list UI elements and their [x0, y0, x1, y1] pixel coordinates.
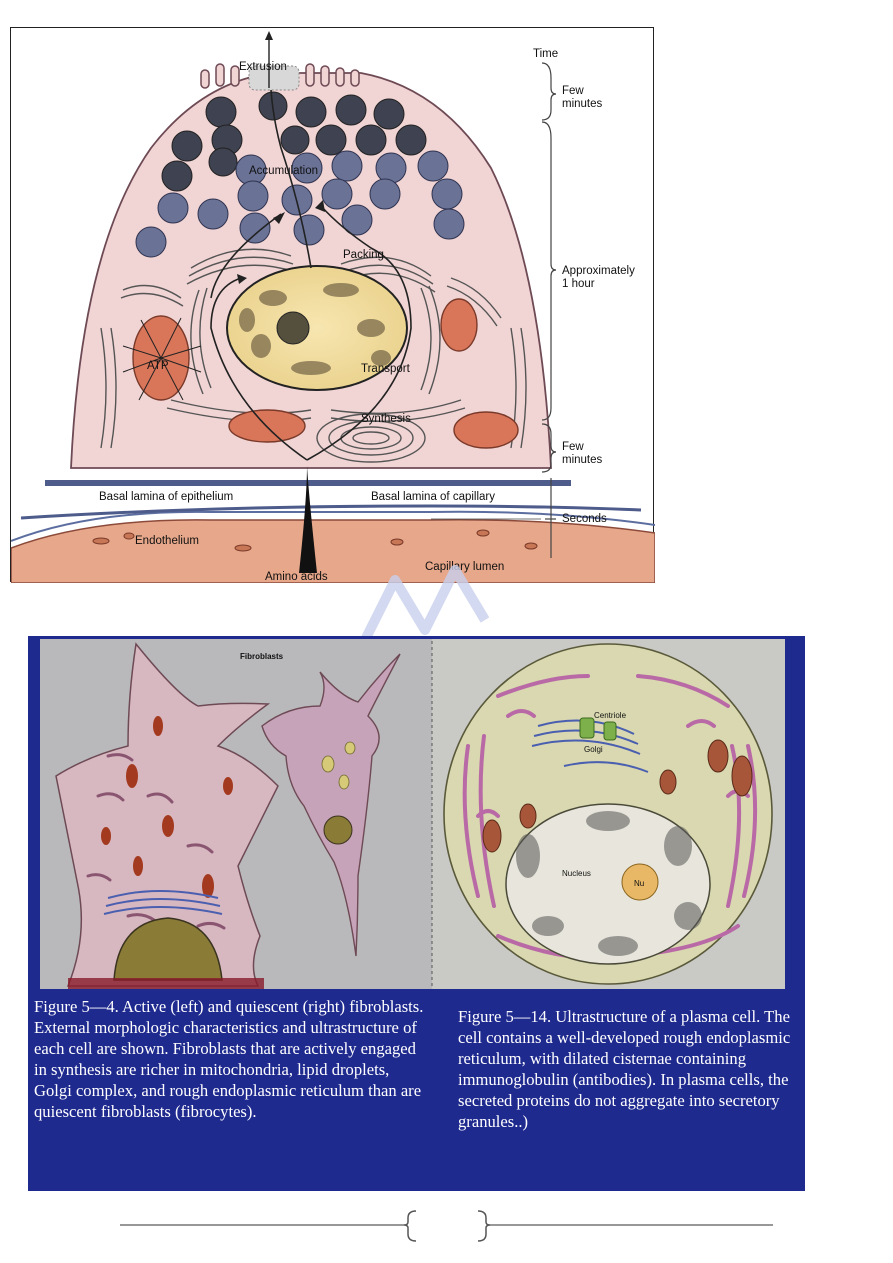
fibroblast-rough-er	[86, 753, 226, 930]
fibroblast-nucleus	[113, 917, 223, 981]
time-seconds: Seconds	[562, 513, 607, 525]
time-approx-line1: Approximately	[562, 265, 635, 277]
quiescent-fibroblast-nucleus	[323, 815, 353, 845]
fibroblast-plasma-cell-figure: Fibroblasts Centriole Golgi Nucleus Nu F…	[28, 636, 805, 1191]
time-scale-brackets	[541, 62, 557, 558]
label-nu: Nu	[634, 879, 644, 888]
label-transport: Transport	[361, 363, 411, 375]
extrusion-granule	[248, 65, 300, 91]
label-nucleus: Nucleus	[562, 869, 591, 878]
label-packing: Packing	[343, 249, 384, 261]
label-synthesis: Synthesis	[361, 413, 411, 425]
label-centriole: Centriole	[594, 711, 627, 720]
secretory-granules-immature	[135, 150, 465, 258]
caption-figure-5-14: Figure 5—14. Ultrastructure of a plasma …	[458, 1007, 791, 1131]
label-basal-lamina-epithelium: Basal lamina of epithelium	[99, 491, 233, 503]
fibroblast-plasma-cell-illustration: Fibroblasts Centriole Golgi Nucleus Nu	[40, 639, 785, 989]
centriole-icon	[579, 717, 617, 741]
label-basal-lamina-capillary: Basal lamina of capillary	[371, 491, 495, 503]
amino-acid-inflow	[299, 466, 317, 573]
label-extrusion: Extrusion	[239, 61, 287, 73]
golgi-complex	[120, 248, 502, 327]
time-few-minutes-top-line1: Few	[562, 85, 584, 97]
chromatin	[239, 283, 391, 375]
time-approx-line2: 1 hour	[562, 278, 595, 290]
nucleolus	[276, 311, 310, 345]
label-golgi: Golgi	[584, 745, 603, 754]
time-header: Time	[533, 48, 558, 60]
label-capillary-lumen: Capillary lumen	[425, 561, 504, 573]
time-few-minutes-bottom-line2: minutes	[562, 454, 603, 466]
watermark-logo	[360, 565, 490, 643]
secretory-cell-figure: Extrusion Accumulation Packing Transport…	[10, 27, 655, 583]
time-few-minutes-top-line2: minutes	[562, 98, 603, 110]
secretory-cell-diagram: Extrusion Accumulation Packing Transport…	[11, 31, 655, 583]
secretory-granules-mature	[161, 91, 427, 192]
transport-arrows	[210, 89, 412, 461]
caption-figure-5-4: Figure 5—4. Active (left) and quiescent …	[34, 997, 424, 1121]
mitochondria	[132, 298, 519, 449]
heterochromatin	[516, 811, 702, 956]
microvilli	[200, 63, 360, 89]
page-footer-rule	[120, 1210, 773, 1242]
label-atp: ATP	[147, 360, 169, 372]
endothelial-nuclei	[92, 529, 538, 552]
label-accumulation: Accumulation	[249, 165, 318, 177]
plasma-cell-mitochondria	[482, 739, 753, 853]
nucleolus	[621, 863, 659, 901]
fibroblast-mitochondria	[101, 716, 233, 898]
label-endothelium: Endothelium	[135, 535, 199, 547]
quiescent-fibroblast	[261, 653, 401, 957]
endothelium-band	[11, 519, 655, 583]
atp-arrows	[122, 317, 202, 401]
time-few-minutes-bottom-line1: Few	[562, 441, 584, 453]
fibroblast-golgi	[103, 890, 223, 915]
label-fibroblasts: Fibroblasts	[240, 652, 284, 661]
active-fibroblast	[55, 642, 279, 987]
basal-lamina-capillary	[20, 504, 642, 520]
label-amino-acids: Amino acids	[265, 571, 328, 583]
